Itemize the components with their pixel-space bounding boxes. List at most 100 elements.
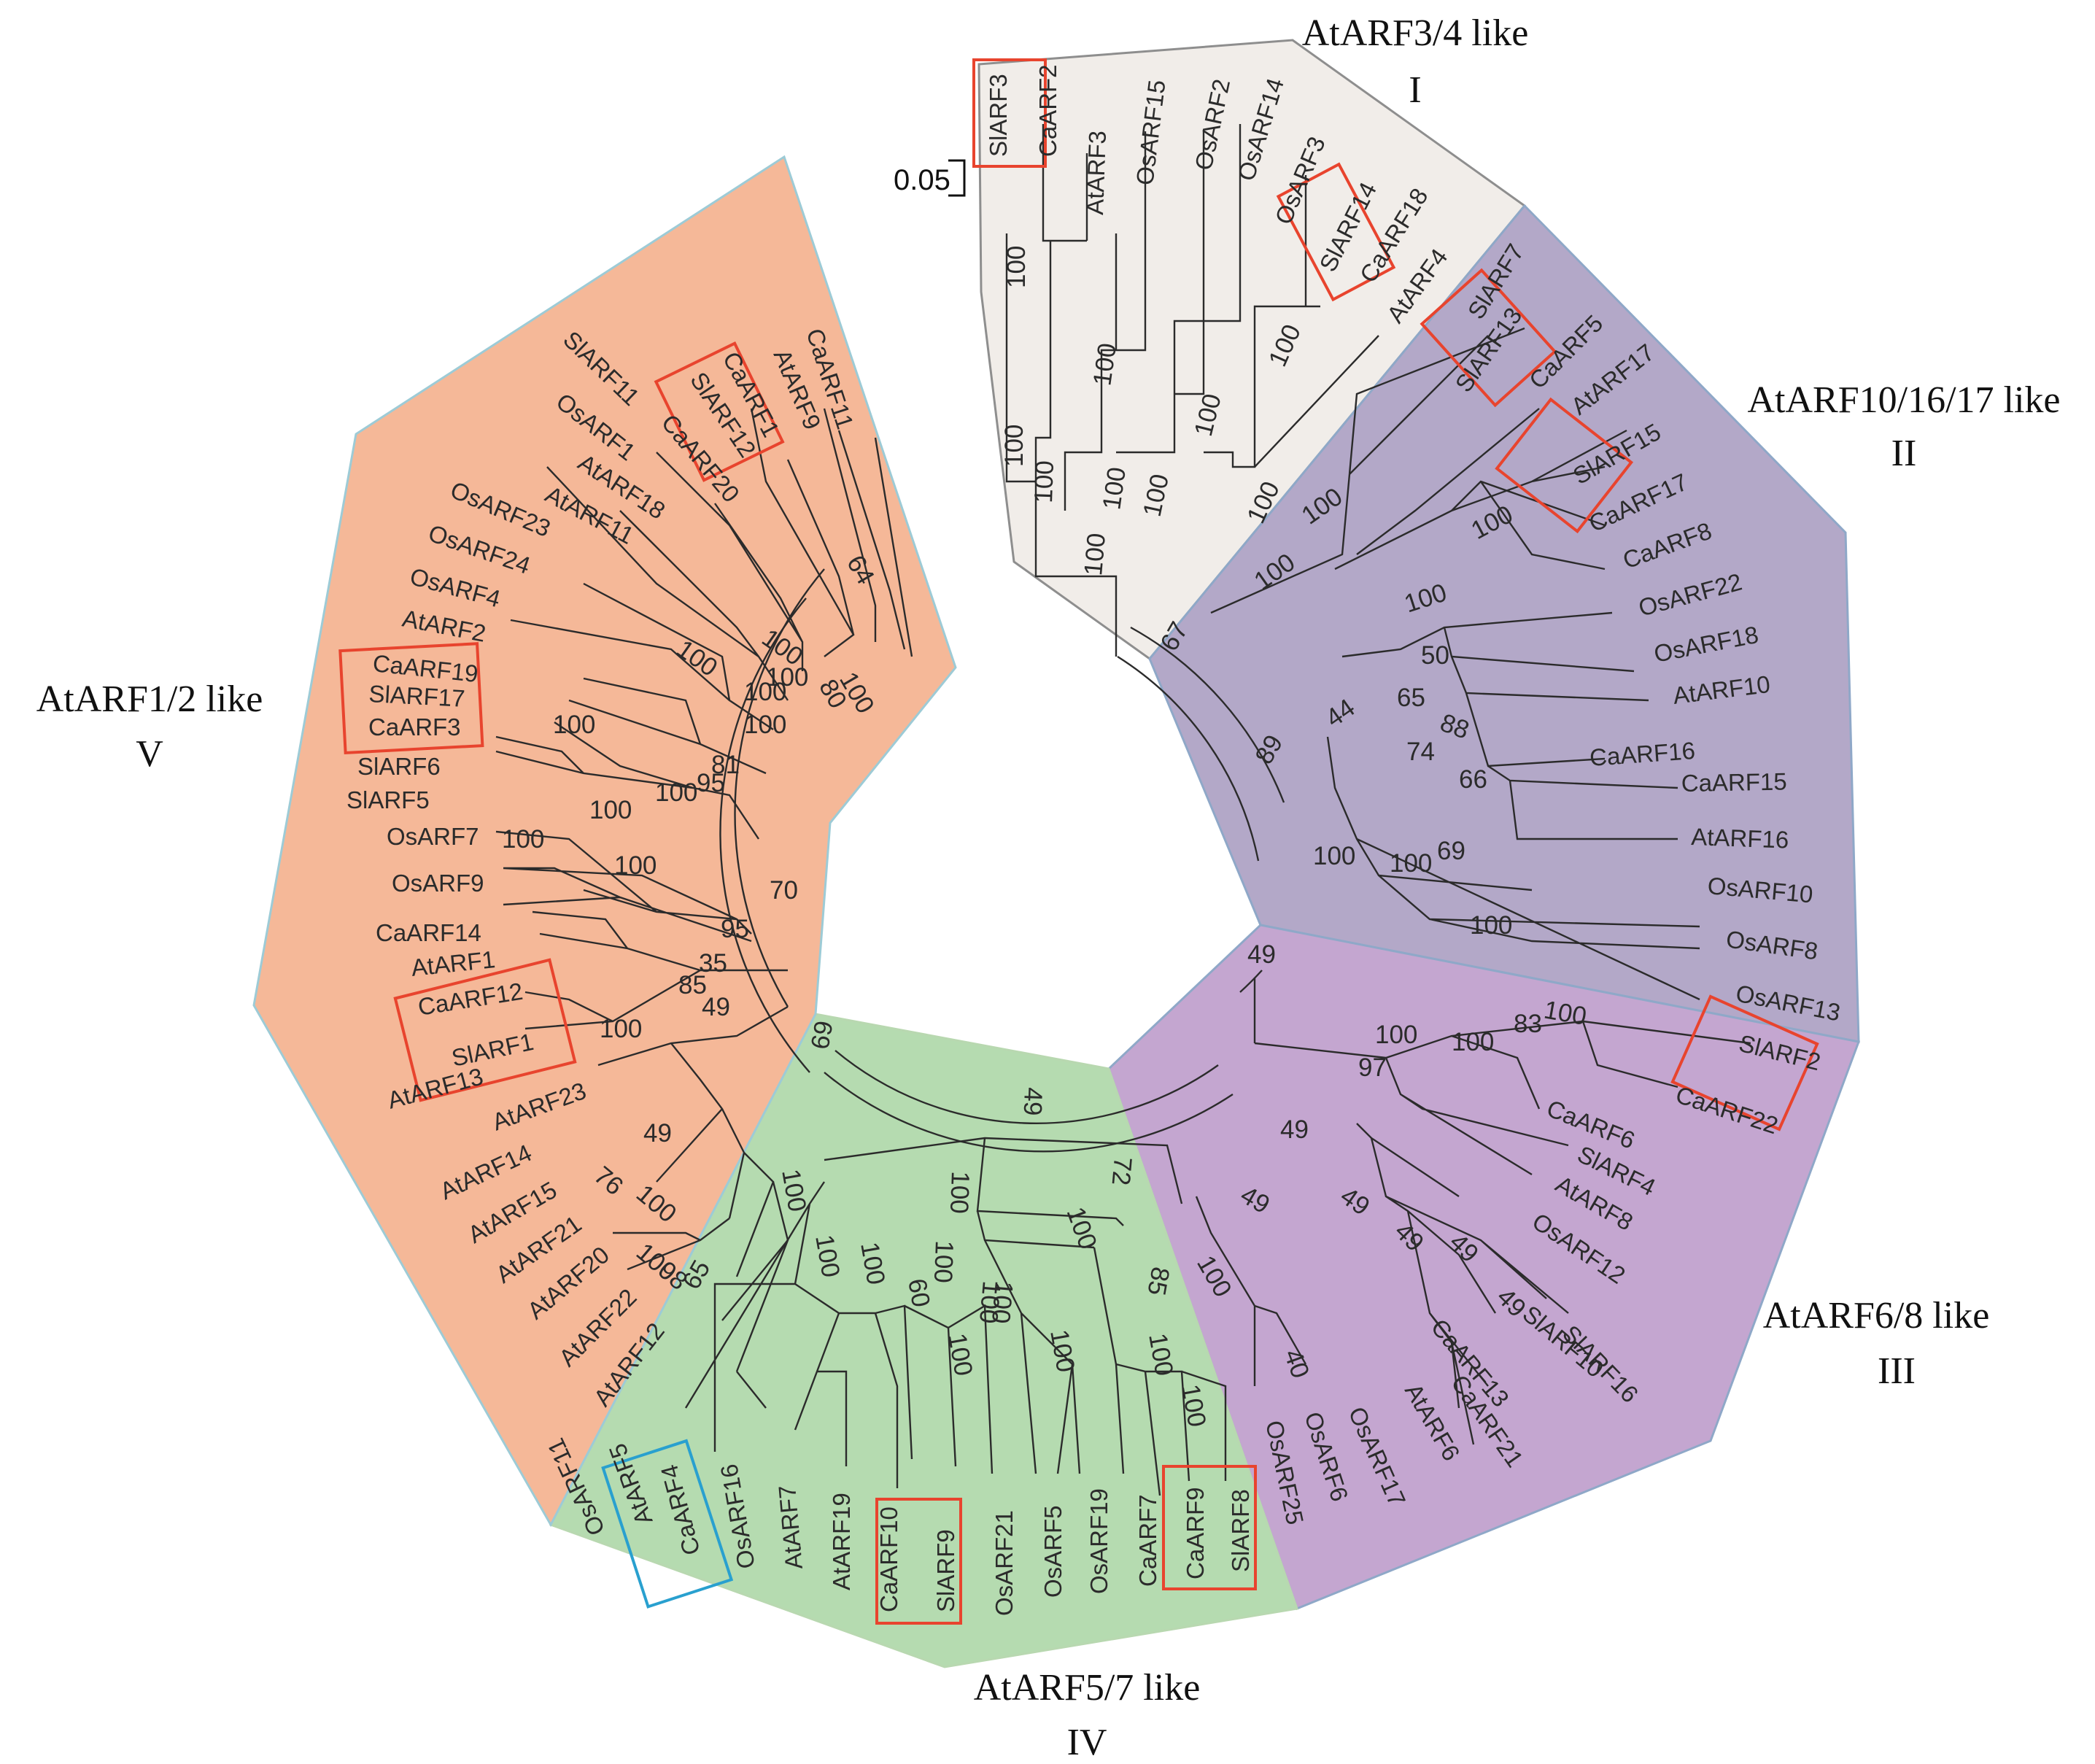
clade-I-branches [1005, 124, 1379, 657]
bootstrap-value: 95 [697, 769, 725, 797]
root-arc-iv [824, 1072, 1234, 1153]
bootstrap-value: 81 [711, 751, 740, 779]
leaf-label: SlARF8 [1227, 1489, 1254, 1572]
clade-titles: AtARF3/4 like I AtARF10/16/17 like II At… [36, 12, 2061, 1763]
bootstrap-value: 85 [1142, 1265, 1174, 1298]
bootstrap-value: 100 [502, 825, 544, 854]
leaf-label: OsARF9 [392, 870, 484, 897]
clade-III-numeral: III [1878, 1350, 1916, 1392]
bootstrap-value: 35 [699, 949, 727, 978]
root-arc-iii [1239, 970, 1263, 993]
clade-V-branches [495, 408, 913, 1409]
leaf-label: OsARF21 [991, 1510, 1018, 1616]
clade-III-branches [1195, 978, 1751, 1445]
box-CaARF9-SlARF8 [1162, 1465, 1257, 1590]
clade-II-branches [1210, 327, 1700, 1001]
box-SlARF3-CaARF2 [972, 58, 1047, 168]
bootstrap-value: 100 [974, 1280, 1006, 1325]
bootstrap-value: 100 [1088, 341, 1122, 387]
box-AtARF5-CaARF4 [601, 1439, 734, 1609]
bootstrap-value: 100 [614, 851, 657, 880]
bootstrap-value: 83 [1514, 1010, 1542, 1038]
box-CaARF19-SlARF17 [338, 642, 484, 755]
clade-I-numeral: I [1409, 69, 1421, 111]
bootstrap-value: 100 [744, 678, 786, 706]
leaf-label: AtARF3 [1081, 130, 1111, 215]
bootstrap-value: 97 [1358, 1053, 1387, 1082]
leaf-label: CaARF7 [1134, 1494, 1161, 1587]
leaf-label: AtARF19 [828, 1493, 855, 1590]
bootstrap-value: 100 [744, 711, 786, 739]
bootstrap-value: 49 [1247, 940, 1276, 969]
bootstrap-value: 100 [1029, 460, 1059, 504]
bootstrap-value: 95 [721, 915, 749, 943]
clade-IV-title: AtARF5/7 like [974, 1667, 1201, 1709]
leaf-label: CaARF10 [875, 1506, 902, 1612]
clade-V-region [252, 155, 957, 1528]
root-arc-ii [1130, 626, 1285, 803]
leaf-label: OsARF19 [1085, 1488, 1112, 1594]
leaf-label: SlARF3 [985, 74, 1012, 157]
bootstrap-value: 100 [1313, 842, 1355, 870]
bootstrap-value: 100 [1452, 1028, 1494, 1056]
bootstrap-value: 100 [1390, 849, 1432, 878]
leaf-label: OsARF7 [387, 823, 479, 850]
pair-highlight-boxes [338, 58, 1819, 1625]
bootstrap-value: 74 [1406, 738, 1435, 766]
box-SlARF15-CaARF17 [1495, 397, 1634, 534]
leaf-label: SlARF6 [357, 753, 441, 780]
scale-bar-line [948, 159, 966, 197]
bootstrap-value: 85 [678, 971, 707, 999]
scale-bar: 0.05 [894, 159, 966, 197]
leaf-label: CaARF15 [1681, 767, 1787, 797]
bootstrap-value: 100 [1375, 1021, 1417, 1049]
root-arc-v2 [734, 568, 825, 1007]
bootstrap-value: 49 [1018, 1087, 1048, 1116]
bootstrap-value: 70 [770, 876, 798, 905]
scale-bar-label: 0.05 [894, 164, 950, 196]
clade-II-numeral: II [1891, 433, 1917, 474]
bootstrap-value: 100 [766, 663, 808, 692]
bootstrap-value: 49 [643, 1119, 672, 1148]
clade-III-title: AtARF6/8 like [1763, 1295, 1990, 1336]
bootstrap-value: 69 [1437, 837, 1465, 865]
bootstrap-value: 100 [553, 711, 595, 739]
clade-II-title: AtARF10/16/17 like [1747, 379, 2060, 421]
leaf-label: CaARF14 [376, 919, 481, 946]
clade-V-title: AtARF1/2 like [36, 678, 263, 720]
bootstrap-value: 100 [655, 778, 697, 807]
box-SlARF14-CaARF18 [1276, 162, 1396, 302]
root-arc-inner [1117, 655, 1260, 862]
leaf-label: AtARF16 [1691, 823, 1789, 854]
bootstrap-value: 66 [1459, 765, 1487, 794]
clade-IV-numeral: IV [1067, 1722, 1107, 1763]
clade-I-title: AtARF3/4 like [1302, 12, 1529, 54]
clade-III-region [1107, 924, 1861, 1610]
bootstrap-value: 49 [702, 993, 730, 1021]
tree-branches [495, 124, 1751, 1496]
bootstrap-value: 100 [929, 1240, 959, 1284]
box-CaARF1-SlARF12 [654, 341, 785, 482]
clade-IV-branches [684, 1137, 1227, 1496]
box-CaARF10-SlARF9 [875, 1498, 962, 1625]
bootstrap-value: 100 [986, 1280, 1018, 1325]
bootstrap-value: 65 [1397, 684, 1425, 712]
box-SlARF2-CaARF22 [1670, 994, 1819, 1131]
root-arc-iv2 [834, 1050, 1219, 1124]
box-SlARF13-CaARF5 [1420, 268, 1557, 408]
bootstrap-value: 69 [805, 1018, 838, 1051]
leaf-label: SlARF9 [932, 1529, 959, 1612]
bootstrap-value: 100 [945, 1171, 975, 1215]
bootstrap-value: 49 [1280, 1115, 1309, 1144]
leaf-label: CaARF9 [1182, 1487, 1209, 1579]
bootstrap-value: 100 [1097, 465, 1131, 511]
bootstrap-value: 100 [1079, 532, 1111, 577]
clade-V-numeral: V [136, 733, 163, 775]
leaf-label: SlARF5 [346, 786, 430, 813]
clade-IV-region [549, 1013, 1299, 1668]
leaf-label: OsARF5 [1039, 1505, 1066, 1598]
leaf-label: CaARF3 [368, 713, 461, 740]
bootstrap-value: 60 [902, 1277, 935, 1310]
